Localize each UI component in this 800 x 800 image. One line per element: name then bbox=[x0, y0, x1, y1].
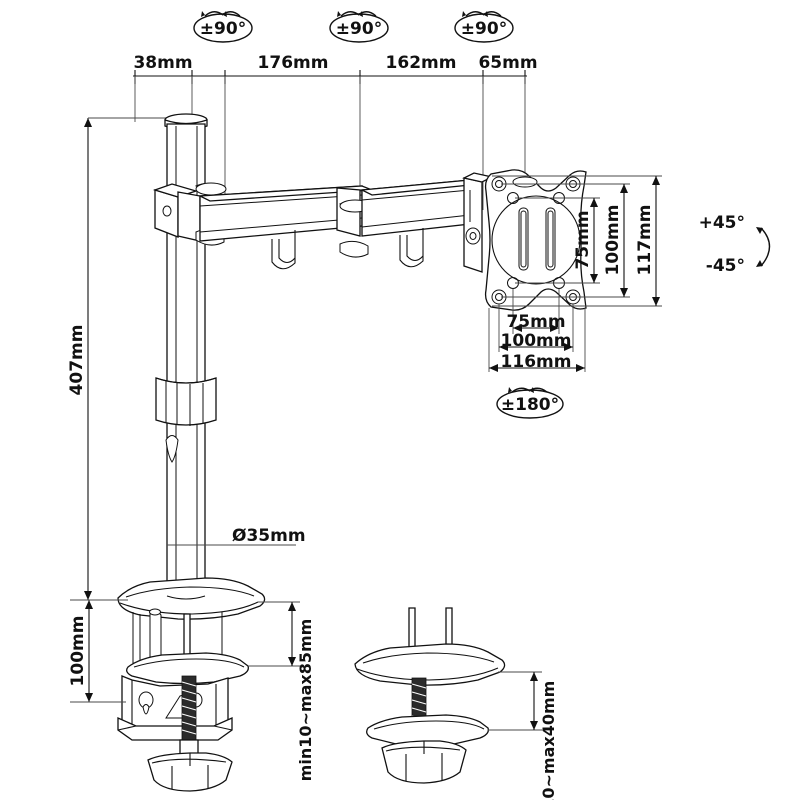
vesa-horizontal-dimensions: 75mm 100mm 116mm bbox=[488, 289, 586, 372]
tilt-angle-indicator: +45° -45° bbox=[699, 213, 771, 276]
dimension-label-vesa-h75: 75mm bbox=[506, 312, 565, 332]
top-dimension-chain: 38mm 176mm 162mm 65mm bbox=[133, 53, 538, 215]
badge-label-joint-3: ±90° bbox=[461, 19, 507, 39]
rotation-badge-joint-1: ±90° bbox=[193, 11, 253, 43]
rotation-badge-plate: ±180° bbox=[496, 387, 564, 419]
rotation-badge-joint-3: ±90° bbox=[454, 11, 514, 43]
dimension-label-vesa-v117: 117mm bbox=[635, 205, 655, 276]
badge-label-plate-rotation: ±180° bbox=[501, 395, 559, 415]
vesa-mounting-plate bbox=[484, 169, 587, 311]
grommet-mount-assembly bbox=[354, 607, 506, 784]
tilt-label-down: -45° bbox=[706, 256, 745, 276]
dimension-label-min10-max40mm: min10~max40mm bbox=[539, 681, 558, 800]
dimension-label-vesa-v100: 100mm bbox=[603, 205, 623, 276]
desk-clamp-assembly bbox=[117, 577, 266, 792]
dimension-label-176mm: 176mm bbox=[258, 53, 329, 73]
badge-label-joint-2: ±90° bbox=[336, 19, 382, 39]
rotation-badge-joint-2: ±90° bbox=[329, 11, 389, 43]
pole-locking-collar bbox=[155, 377, 217, 463]
clamp-desk-thickness-dimension: min10~max85mm bbox=[248, 601, 315, 782]
dimension-label-vesa-h100: 100mm bbox=[501, 331, 572, 351]
tilt-label-up: +45° bbox=[699, 213, 745, 233]
dimension-label-diameter-35mm: Ø35mm bbox=[232, 526, 306, 546]
dimension-label-65mm: 65mm bbox=[478, 53, 537, 73]
vesa-vertical-dimensions: 75mm 100mm 117mm bbox=[492, 175, 662, 307]
horizontal-arm-assembly bbox=[152, 172, 494, 273]
badge-label-joint-1: ±90° bbox=[200, 19, 246, 39]
clamp-clearance-dimension: 100mm bbox=[68, 599, 128, 703]
pole-diameter-dimension: Ø35mm bbox=[167, 526, 306, 546]
dimension-label-vesa-h116: 116mm bbox=[501, 352, 572, 372]
dimension-label-100mm-clearance: 100mm bbox=[68, 616, 88, 687]
dimension-label-407mm: 407mm bbox=[67, 325, 87, 396]
grommet-desk-thickness-dimension: min10~max40mm bbox=[488, 671, 558, 800]
dimension-label-min10-max85mm: min10~max85mm bbox=[296, 619, 315, 782]
dimension-label-38mm: 38mm bbox=[133, 53, 192, 73]
dimension-label-162mm: 162mm bbox=[386, 53, 457, 73]
dimension-label-vesa-v75: 75mm bbox=[573, 210, 593, 269]
